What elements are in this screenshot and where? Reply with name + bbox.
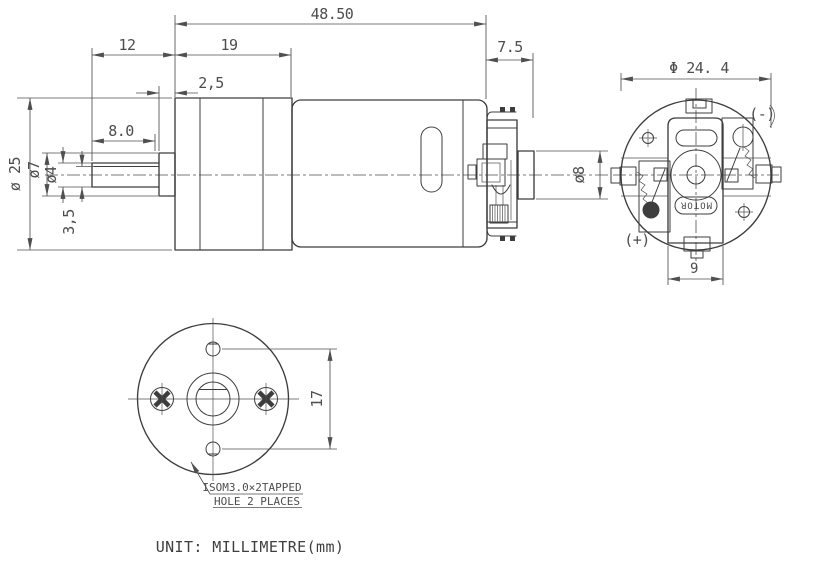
dim-dia-25-label: ø 25 <box>6 157 24 191</box>
note-line1: ISOM3.0×2TAPPED <box>202 481 301 494</box>
dim-front-boss-depth: 2,5 <box>136 74 224 151</box>
dim-hole-spacing: 17 <box>222 348 337 450</box>
brush-block <box>489 204 509 224</box>
dim-7-5-label: 7.5 <box>497 38 523 56</box>
positive-terminal-label: (+) <box>624 231 650 249</box>
mounting-holes <box>205 341 221 457</box>
motor-label: MOTOR <box>680 200 712 210</box>
upper-slot <box>675 129 718 147</box>
dim-dia-24-4-label: Φ 24. 4 <box>669 59 729 77</box>
rear-end-cap <box>467 107 535 241</box>
negative-spring <box>743 146 756 179</box>
tapped-holes <box>150 383 278 415</box>
cap-screw-holes <box>639 129 753 221</box>
dim-dia-7-label: ø7 <box>25 161 43 178</box>
end-cap-circle <box>620 99 772 251</box>
dim-rear-cap-length: 7.5 <box>486 38 534 118</box>
brush-hatch <box>492 205 506 223</box>
output-shaft <box>91 162 160 188</box>
dim-2-5-label: 2,5 <box>198 74 224 92</box>
dim-rear-boss-diameter: ø8 <box>536 150 608 200</box>
dim-17-label: 17 <box>308 390 326 407</box>
dim-flat-length: 8.0 <box>92 122 156 151</box>
dim-12-label: 12 <box>118 36 135 54</box>
note-line2: HOLE 2 PLACES <box>214 495 300 508</box>
positive-spring <box>636 171 649 204</box>
side-view: 48.50 12 19 2,5 8.0 7.5 <box>6 5 610 251</box>
dim-dia-8-label: ø8 <box>570 166 588 184</box>
positive-terminal-eyelet <box>642 201 660 219</box>
dim-total-length: 48.50 <box>174 5 487 99</box>
dim-9-label: 9 <box>690 261 698 277</box>
dim-48-50-label: 48.50 <box>311 5 354 23</box>
rear-bearing-boss <box>517 150 535 200</box>
vent-slot <box>420 126 443 193</box>
right-terminal-tab <box>771 166 782 183</box>
dim-shaft-flat-height: 3,5 <box>60 151 94 235</box>
gearbox-outline <box>158 97 293 251</box>
negative-terminal-label: (-) <box>749 105 775 123</box>
dim-shaft-diameter: ø4 <box>42 147 92 203</box>
rear-shaft-hole <box>686 165 706 185</box>
dim-cap-diameter: Φ 24. 4 <box>620 59 772 128</box>
keying-tabs <box>683 98 713 259</box>
front-view: 17 ISOM3.0×2TAPPED HOLE 2 PLACES <box>128 318 337 508</box>
brush-assembly <box>610 117 782 233</box>
dim-brushcard-width: 9 <box>667 246 724 285</box>
motor-body <box>291 99 488 248</box>
unit-note: UNIT: MILLIMETRE(mm) <box>156 538 345 556</box>
dim-shaft-section: 12 <box>91 36 175 161</box>
output-hub <box>186 372 240 426</box>
dim-dia-4-label: ø4 <box>42 166 60 184</box>
left-terminal-tab <box>610 167 621 184</box>
dim-8-0-label: 8.0 <box>108 122 134 140</box>
dim-19-label: 19 <box>220 36 238 54</box>
tapped-hole-note: ISOM3.0×2TAPPED HOLE 2 PLACES <box>190 461 303 508</box>
brush-card-strip: MOTOR <box>667 117 724 244</box>
motor-label-slot <box>674 196 718 215</box>
dim-3-5-label: 3,5 <box>60 209 78 235</box>
dim-gearbox-length: 19 <box>175 36 292 97</box>
dim-body-diameter: ø 25 <box>6 97 172 251</box>
rear-view: MOTOR <box>610 59 782 285</box>
